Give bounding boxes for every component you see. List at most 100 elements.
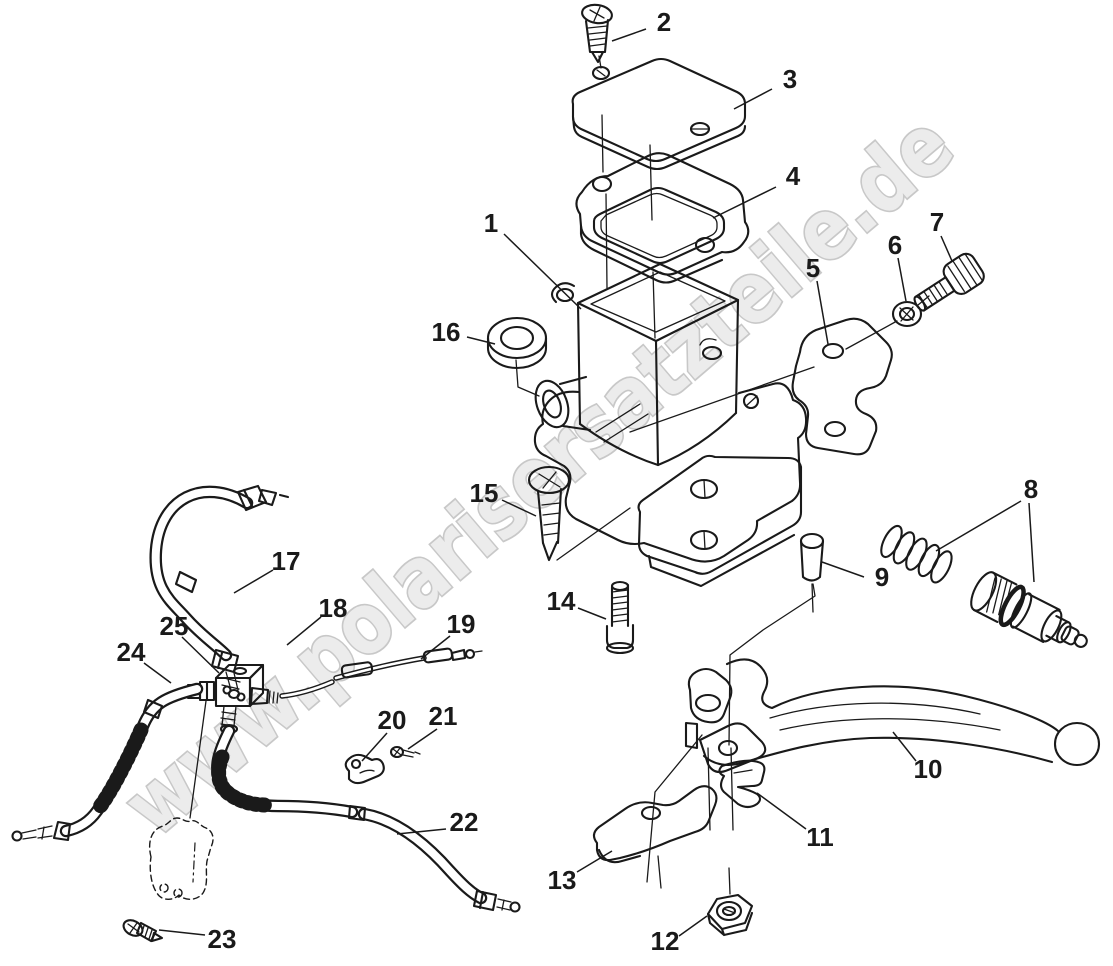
return-spring-shape-shape xyxy=(917,543,941,578)
mounting-bracket-shape xyxy=(637,454,803,575)
brake-lever-shape xyxy=(717,739,739,757)
screw-7-shape xyxy=(845,295,930,350)
lever-pad-13-shape xyxy=(592,785,718,862)
return-spring-shape-shape xyxy=(880,524,903,559)
callout-leader xyxy=(821,561,865,578)
piston-assembly-shape-shape xyxy=(973,571,1018,623)
handlebar-clamp-shape xyxy=(821,342,845,360)
screw-7-shape xyxy=(913,252,985,312)
master-cylinder-body xyxy=(533,366,815,563)
reservoir-gasket-shape xyxy=(600,192,718,259)
callout-2: 2 xyxy=(611,7,671,42)
reservoir-body-shape xyxy=(590,271,726,333)
screw-2-shape xyxy=(590,50,605,64)
screw-14-shape xyxy=(605,641,635,655)
junction-block-shape xyxy=(222,685,232,695)
screw-15-shape xyxy=(538,471,561,489)
spout-shape-shape xyxy=(534,379,570,429)
callout-leader xyxy=(407,728,438,750)
brake-hose-lower xyxy=(211,724,521,913)
callout-21: 21 xyxy=(407,701,457,750)
screw-2 xyxy=(581,3,613,64)
handlebar-clamp xyxy=(791,317,893,456)
screw-23-shape xyxy=(150,931,164,943)
screw-2-shape xyxy=(584,18,610,54)
assembly-lines xyxy=(515,55,816,895)
cable-19-shape-shape xyxy=(422,647,454,664)
callout-number: 25 xyxy=(160,611,189,641)
screw-7-shape-shape xyxy=(914,276,956,312)
handlebar-clamp-shape xyxy=(823,420,847,438)
hex-nut-12-shape xyxy=(706,893,754,931)
callout-4: 4 xyxy=(712,161,801,219)
master-cylinder-body-shape xyxy=(533,382,808,563)
screw-21-shape xyxy=(389,745,405,759)
brake-hose-upper-shape xyxy=(221,671,241,691)
callout-leader xyxy=(501,499,537,517)
cable-19-shape xyxy=(464,648,476,660)
spout xyxy=(534,375,592,432)
callout-3: 3 xyxy=(733,64,797,110)
callout-11: 11 xyxy=(756,792,834,852)
junction-block-shape xyxy=(280,680,334,698)
junction-block-shape xyxy=(248,663,265,708)
brake-hose-left-shape xyxy=(91,722,149,816)
lever-pad-13-shape xyxy=(597,848,642,864)
brake-hose-left xyxy=(11,682,204,842)
callout-number: 5 xyxy=(806,253,820,283)
callout-leader xyxy=(756,792,807,830)
handlebar-clamp-shape xyxy=(791,317,893,456)
brake-hose-lower-shape xyxy=(496,898,512,911)
hex-nut-12-shape xyxy=(723,908,736,914)
brake-lever-shape xyxy=(769,702,1001,731)
callout-number: 11 xyxy=(806,822,834,852)
callout-9: 9 xyxy=(821,561,889,592)
callout-6: 6 xyxy=(888,230,907,302)
screw-15-shape xyxy=(536,487,563,545)
callout-leader xyxy=(712,186,777,219)
assembly-lines-shape xyxy=(728,583,816,746)
brake-lever-shape xyxy=(684,721,699,750)
hex-nut-12-shape xyxy=(715,900,743,922)
callout-leader xyxy=(396,828,447,835)
master-cylinder-body-shape xyxy=(629,366,815,433)
brake-lever-shape xyxy=(687,667,733,724)
washer-16-shape xyxy=(499,325,535,351)
reservoir-cover-shape xyxy=(571,115,747,171)
screw-21-shape xyxy=(392,747,402,757)
reservoir-cover-shape xyxy=(689,121,711,137)
piston-assembly xyxy=(970,571,1088,648)
washer-6 xyxy=(891,300,923,328)
screw-15-shape xyxy=(541,502,561,536)
line-art xyxy=(11,3,1101,943)
screw-2-shape xyxy=(587,25,608,47)
callout-leader xyxy=(286,616,322,646)
callout-15: 15 xyxy=(470,478,537,517)
callout-number: 4 xyxy=(786,161,801,191)
callout-20: 20 xyxy=(361,705,406,762)
callout-24: 24 xyxy=(117,637,172,684)
reservoir-body-shape xyxy=(699,338,717,346)
mounting-bracket-shape xyxy=(703,479,706,499)
callout-leader xyxy=(678,915,708,937)
callout-leader xyxy=(361,732,388,762)
screw-7-shape-shape xyxy=(947,254,983,293)
piston-assembly-shape-shape xyxy=(1073,633,1088,648)
callout-leader xyxy=(892,731,917,762)
reservoir-cover xyxy=(571,57,747,171)
reservoir-gasket-shape xyxy=(591,175,613,193)
washer-16 xyxy=(486,316,548,369)
brake-hose-upper-shape xyxy=(236,484,268,512)
pivot-pin-9-shape xyxy=(799,539,825,582)
hex-nut-12 xyxy=(706,893,754,937)
callout-number: 19 xyxy=(447,609,476,639)
brake-hose-lower-shape xyxy=(472,889,498,912)
reservoir-gasket-shape xyxy=(592,186,726,265)
clip-20 xyxy=(344,753,385,785)
screw-2-shape xyxy=(589,6,605,22)
callout-leader xyxy=(611,28,647,42)
mounting-bracket xyxy=(637,454,803,588)
retainer-clip-11-shape xyxy=(733,769,753,774)
brake-lever-shape xyxy=(1053,721,1101,767)
